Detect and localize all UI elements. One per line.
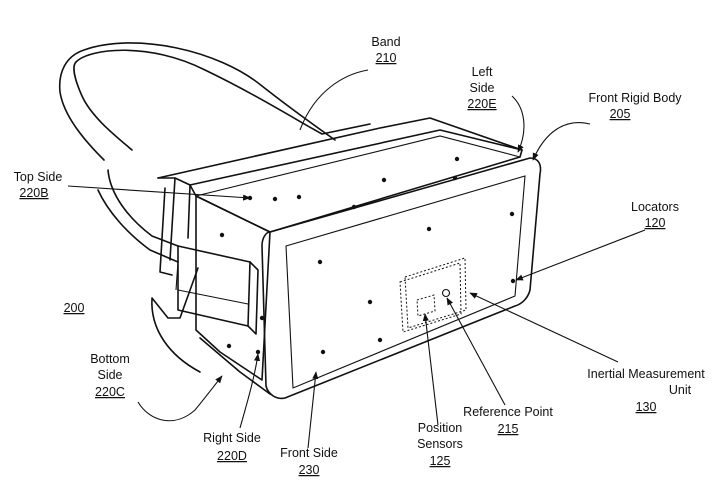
label-front-side-ref: 230 xyxy=(299,463,320,477)
label-right-side: Right Side 220D xyxy=(203,431,261,463)
locator-dot xyxy=(321,350,325,354)
label-position-sensors-ref: 125 xyxy=(430,454,451,468)
label-front-side: Front Side 230 xyxy=(280,446,338,477)
label-reference-point: Reference Point 215 xyxy=(463,405,553,436)
label-front-side-name: Front Side xyxy=(280,446,338,460)
label-top-side: Top Side 220B xyxy=(14,170,63,200)
label-imu-ref: 130 xyxy=(636,400,657,414)
back-frame-drawing xyxy=(158,118,522,275)
figure-reference: 200 xyxy=(64,301,85,315)
label-band-name: Band xyxy=(371,35,400,49)
locator-dot xyxy=(273,197,277,201)
label-bottom-side-line1: Bottom xyxy=(90,352,130,366)
locator-dot xyxy=(427,227,431,231)
locator-dot xyxy=(453,176,457,180)
locator-dot xyxy=(352,205,356,209)
label-imu-line1: Inertial Measurement xyxy=(587,367,705,381)
label-position-sensors-line2: Sensors xyxy=(417,437,463,451)
label-bottom-side-line2: Side xyxy=(97,368,122,382)
label-imu: Inertial Measurement Unit 130 xyxy=(587,367,705,414)
locator-dot xyxy=(511,279,515,283)
label-locators: Locators 120 xyxy=(631,200,679,230)
label-top-side-name: Top Side xyxy=(14,170,63,184)
label-left-side-ref: 220E xyxy=(467,97,496,111)
position-sensor-box xyxy=(417,295,435,316)
label-front-rigid-body: Front Rigid Body 205 xyxy=(588,91,682,121)
locator-dot xyxy=(510,212,514,216)
locator-dot xyxy=(227,344,231,348)
label-reference-point-name: Reference Point xyxy=(463,405,553,419)
label-imu-line2: Unit xyxy=(669,383,692,397)
label-front-rigid-body-ref: 205 xyxy=(610,107,631,121)
locator-dot xyxy=(368,300,372,304)
label-band: Band 210 xyxy=(371,35,400,65)
label-right-side-ref: 220D xyxy=(217,449,247,463)
label-front-rigid-body-name: Front Rigid Body xyxy=(588,91,682,105)
locator-dot xyxy=(455,157,459,161)
label-position-sensors-line1: Position xyxy=(418,421,463,435)
label-left-side-line2: Side xyxy=(469,81,494,95)
label-top-side-ref: 220B xyxy=(19,186,48,200)
reference-point-marker xyxy=(443,290,450,297)
label-left-side-line1: Left xyxy=(472,65,493,79)
label-left-side: Left Side 220E xyxy=(467,65,496,111)
label-right-side-name: Right Side xyxy=(203,431,261,445)
locator-dot xyxy=(297,195,301,199)
label-locators-ref: 120 xyxy=(645,216,666,230)
label-locators-name: Locators xyxy=(631,200,679,214)
locator-dot xyxy=(378,338,382,342)
front-side-face xyxy=(262,158,541,398)
locator-dot xyxy=(318,260,322,264)
locator-dot xyxy=(382,178,386,182)
locator-dot xyxy=(260,316,264,320)
locator-dot xyxy=(220,233,224,237)
bottom-side-edge xyxy=(200,338,270,394)
locator-dot xyxy=(256,350,260,354)
label-bottom-side-ref: 220C xyxy=(95,385,125,399)
label-position-sensors: Position Sensors 125 xyxy=(417,421,463,468)
label-bottom-side: Bottom Side 220C xyxy=(90,352,130,399)
label-reference-point-ref: 215 xyxy=(498,422,519,436)
label-band-ref: 210 xyxy=(376,51,397,65)
